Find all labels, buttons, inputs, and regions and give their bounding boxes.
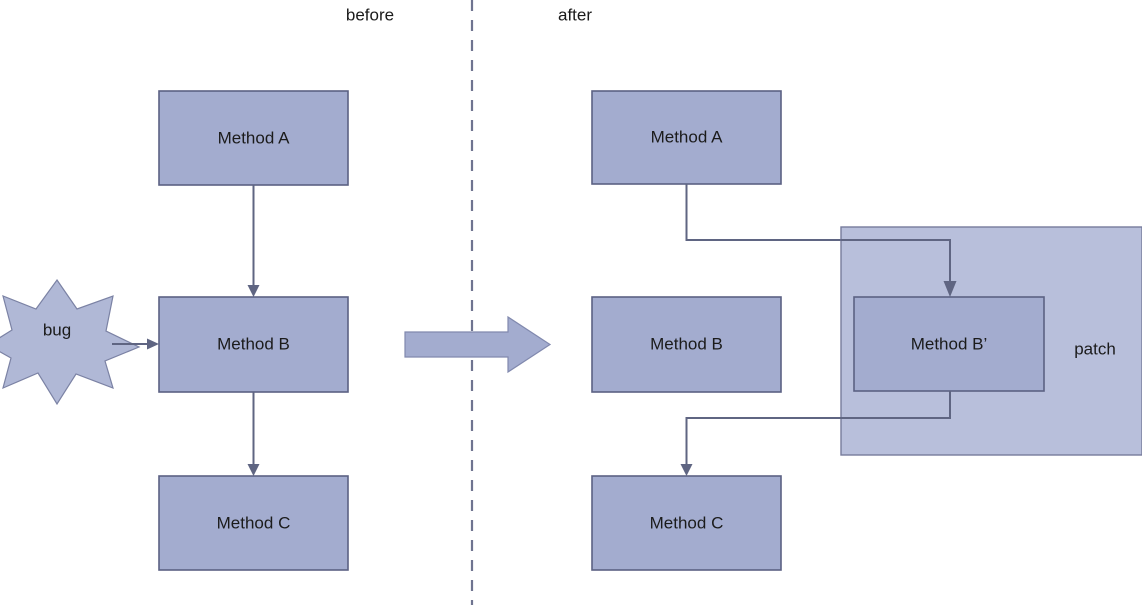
- node-method-b[interactable]: Method B: [158, 296, 349, 393]
- method-a-label: Method A: [218, 128, 290, 147]
- node-method-b-after[interactable]: Method B: [591, 296, 782, 393]
- method-b-prime-box: [853, 296, 1045, 392]
- patch-label: patch: [1074, 339, 1116, 358]
- node-method-a-after[interactable]: Method A: [591, 90, 782, 185]
- after-group: Method A Method B Method C patch: [591, 90, 1142, 571]
- section-label-after: after: [558, 5, 592, 24]
- transition-arrow-icon: [404, 315, 552, 374]
- edge-method-a-to-method-b: [247, 185, 260, 297]
- node-method-a[interactable]: Method A: [158, 90, 349, 186]
- edge-method-a-to-method-b-prime-overlay: [841, 239, 957, 297]
- method-c-box: [158, 475, 349, 571]
- method-c-after-label: Method C: [650, 513, 724, 532]
- method-a-box: [158, 90, 349, 186]
- bug-node[interactable]: bug: [0, 278, 141, 406]
- node-method-c-after[interactable]: Method C: [591, 475, 782, 571]
- method-b-after-box: [591, 296, 782, 393]
- edge-bug-to-method-b: [112, 338, 159, 350]
- bug-star-icon: [0, 278, 141, 406]
- method-a-after-box: [591, 90, 782, 185]
- method-a-after-label: Method A: [651, 127, 723, 146]
- node-method-c[interactable]: Method C: [158, 475, 349, 571]
- section-label-before: before: [346, 5, 394, 24]
- method-b-prime-label: Method B’: [911, 334, 988, 353]
- method-b-label: Method B: [217, 334, 290, 353]
- method-b-after-label: Method B: [650, 334, 723, 353]
- method-c-label: Method C: [217, 513, 291, 532]
- bug-label: bug: [43, 320, 71, 339]
- before-group: bug Method A Method B: [0, 90, 349, 571]
- edge-method-b-to-method-c: [247, 392, 260, 476]
- node-method-b-prime[interactable]: Method B’: [853, 296, 1045, 392]
- edge-method-b-prime-to-method-c: [680, 391, 951, 476]
